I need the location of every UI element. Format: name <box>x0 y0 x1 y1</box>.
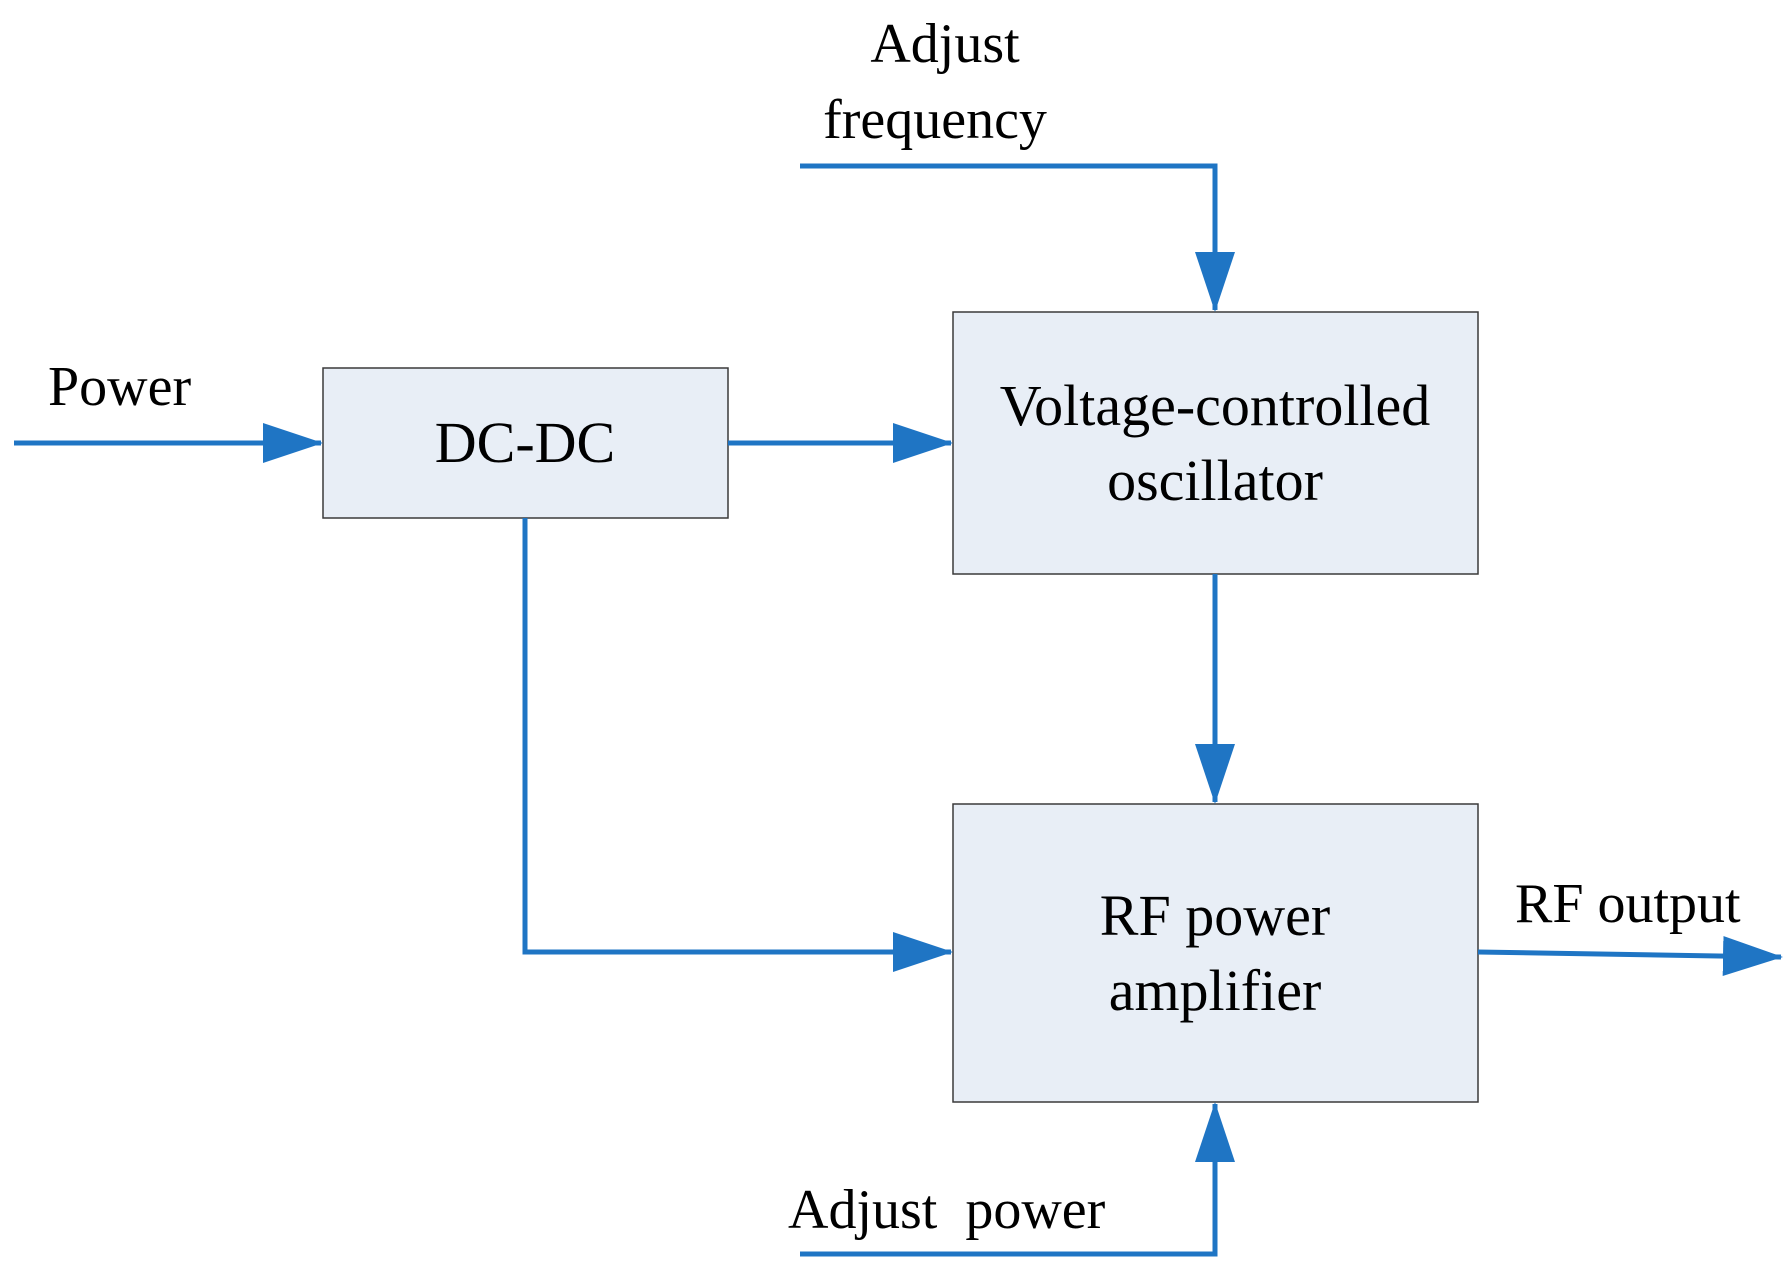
adjust-frequency-arrow <box>800 163 1235 312</box>
vco-label-line1: Voltage-controlled <box>1000 373 1431 438</box>
amplifier-label-line2: amplifier <box>1109 958 1322 1023</box>
dcdc-label: DC-DC <box>435 410 615 475</box>
rf-output-label: RF output <box>1515 873 1741 935</box>
rf-output-arrow <box>1477 936 1783 977</box>
adjust-frequency-label-line2: frequency <box>823 89 1047 151</box>
adjust-frequency-label-line1: Adjust <box>870 13 1020 75</box>
adjust-power-label: Adjust power <box>788 1179 1106 1241</box>
dcdc-to-amplifier-arrow <box>522 518 953 972</box>
power-label: Power <box>48 356 191 418</box>
adjust-power-arrow <box>800 1102 1235 1257</box>
amplifier-label-line1: RF power <box>1100 883 1330 948</box>
dcdc-block: DC-DC <box>322 367 729 519</box>
vco-block: Voltage-controlled oscillator <box>952 311 1479 575</box>
amplifier-block: RF power amplifier <box>952 803 1479 1103</box>
vco-label-line2: oscillator <box>1107 448 1323 513</box>
